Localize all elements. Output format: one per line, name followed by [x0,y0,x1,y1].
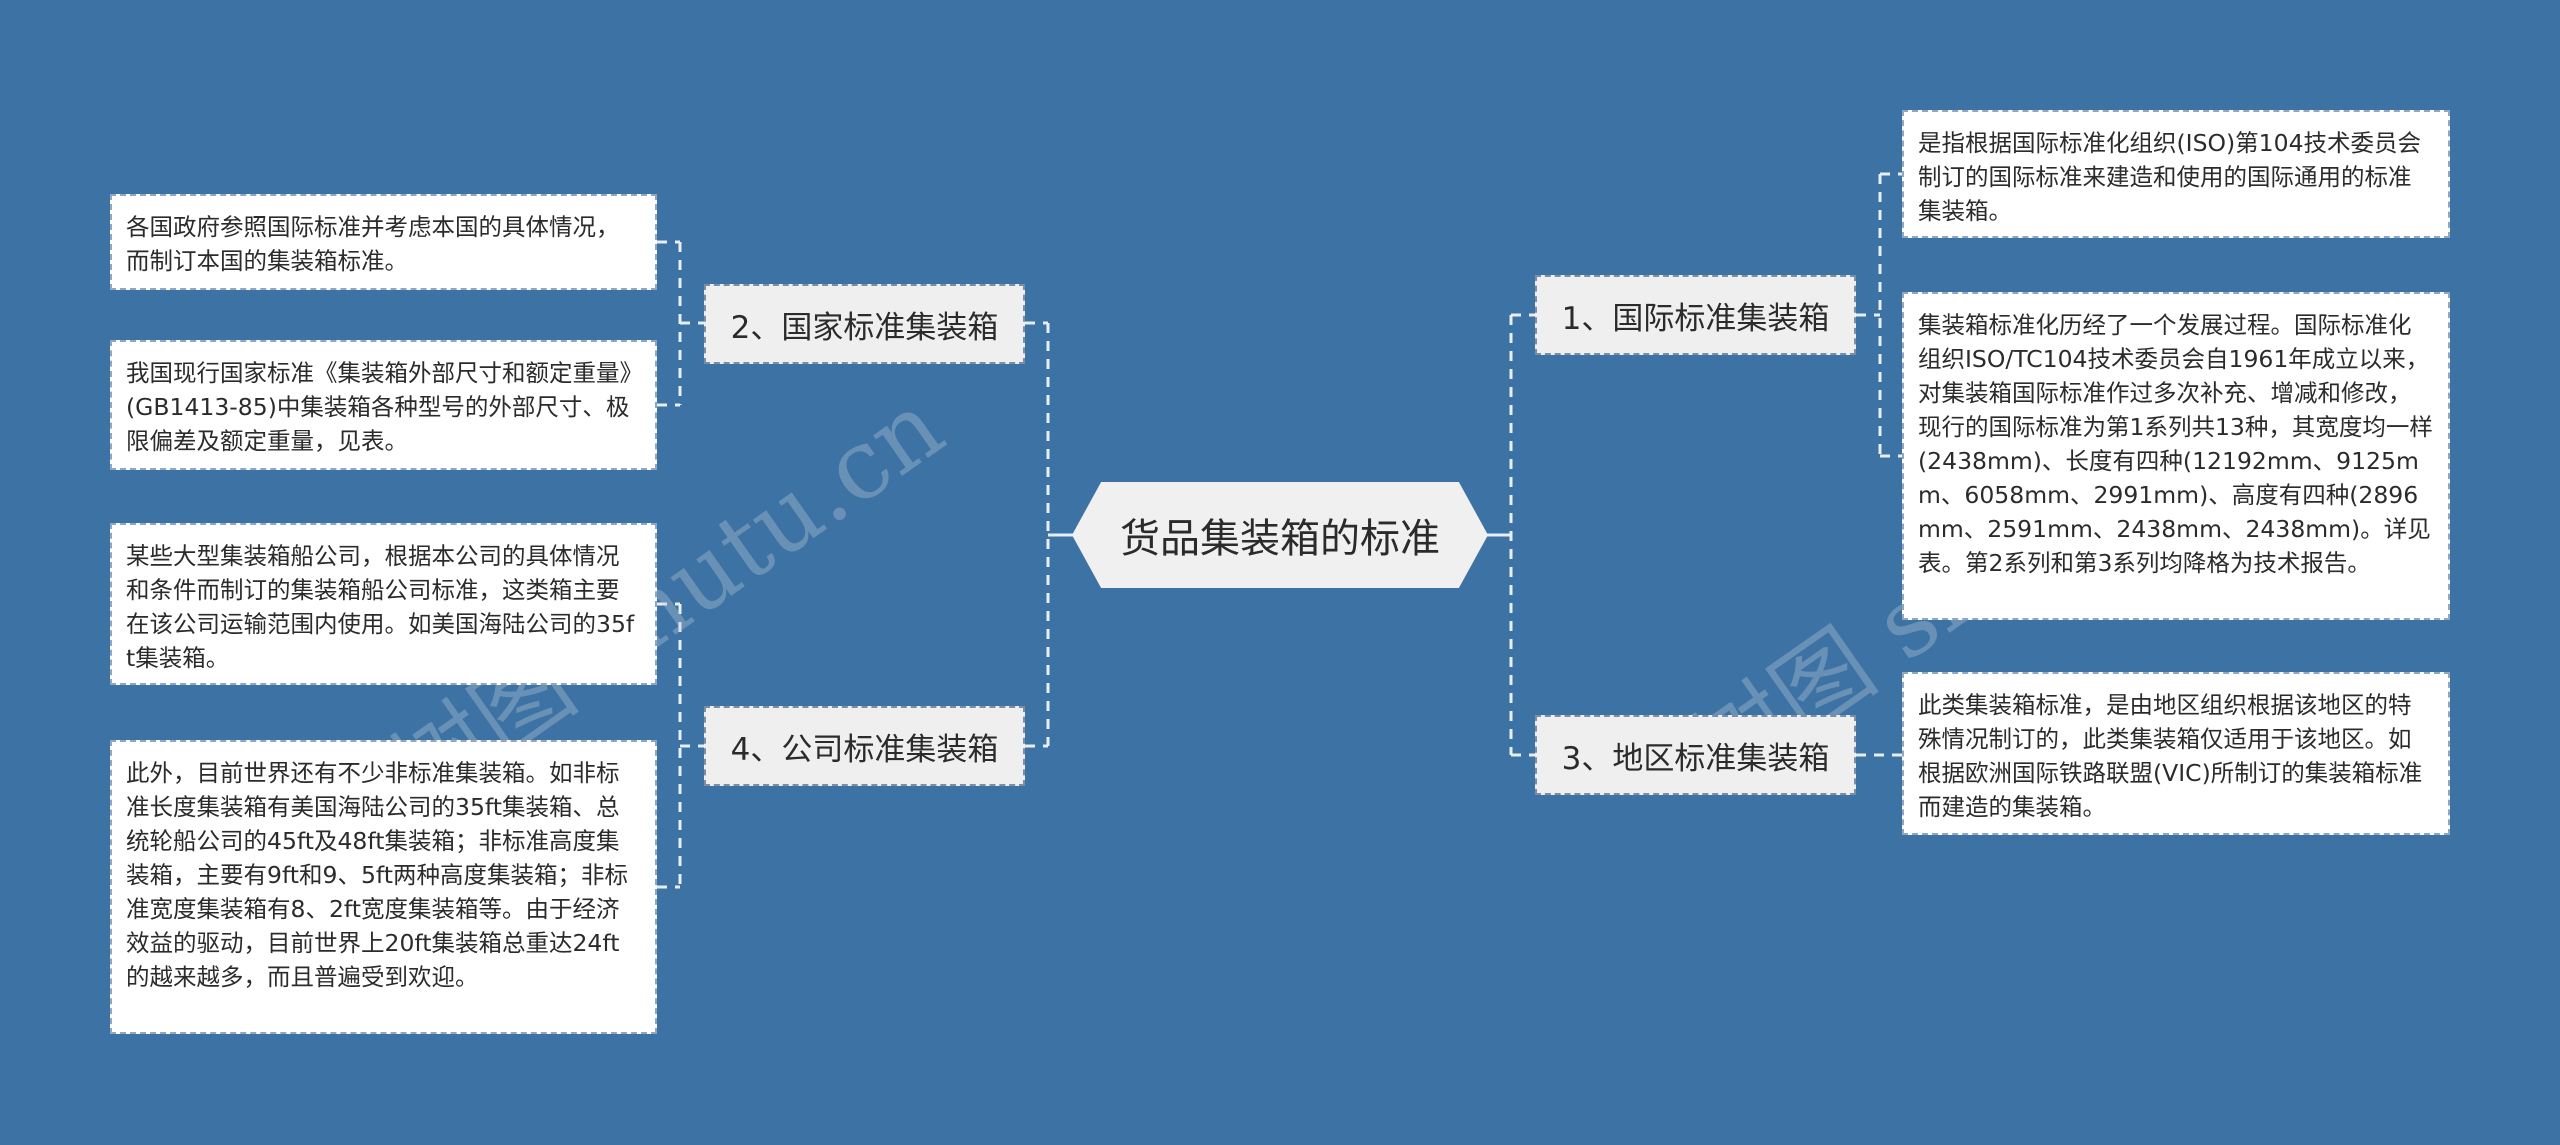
topic-label: 1、国际标准集装箱 [1561,300,1830,337]
leaf-national-2[interactable]: 我国现行国家标准《集装箱外部尺寸和额定重量》(GB1413-85)中集装箱各种型… [110,340,657,470]
topic-international-standard[interactable]: 1、国际标准集装箱 [1535,275,1856,355]
leaf-company-2[interactable]: 此外，目前世界还有不少非标准集装箱。如非标准长度集装箱有美国海陆公司的35ft集… [110,740,657,1034]
leaf-regional-1[interactable]: 此类集装箱标准，是由地区组织根据该地区的特殊情况制订的，此类集装箱仅适用于该地区… [1902,672,2450,835]
topic-label: 3、地区标准集装箱 [1561,740,1830,777]
topic-label: 4、公司标准集装箱 [730,731,999,768]
leaf-international-2[interactable]: 集装箱标准化历经了一个发展过程。国际标准化组织ISO/TC104技术委员会自19… [1902,292,2450,620]
topic-national-standard[interactable]: 2、国家标准集装箱 [704,284,1025,364]
root-label: 货品集装箱的标准 [1120,516,1440,562]
topic-company-standard[interactable]: 4、公司标准集装箱 [704,706,1025,786]
topic-regional-standard[interactable]: 3、地区标准集装箱 [1535,715,1856,795]
leaf-company-1[interactable]: 某些大型集装箱船公司，根据本公司的具体情况和条件而制订的集装箱船公司标准，这类箱… [110,523,657,685]
root-node[interactable]: 货品集装箱的标准 [1072,482,1488,588]
leaf-national-1[interactable]: 各国政府参照国际标准并考虑本国的具体情况，而制订本国的集装箱标准。 [110,194,657,290]
leaf-international-1[interactable]: 是指根据国际标准化组织(ISO)第104技术委员会制订的国际标准来建造和使用的国… [1902,110,2450,238]
topic-label: 2、国家标准集装箱 [730,309,999,346]
